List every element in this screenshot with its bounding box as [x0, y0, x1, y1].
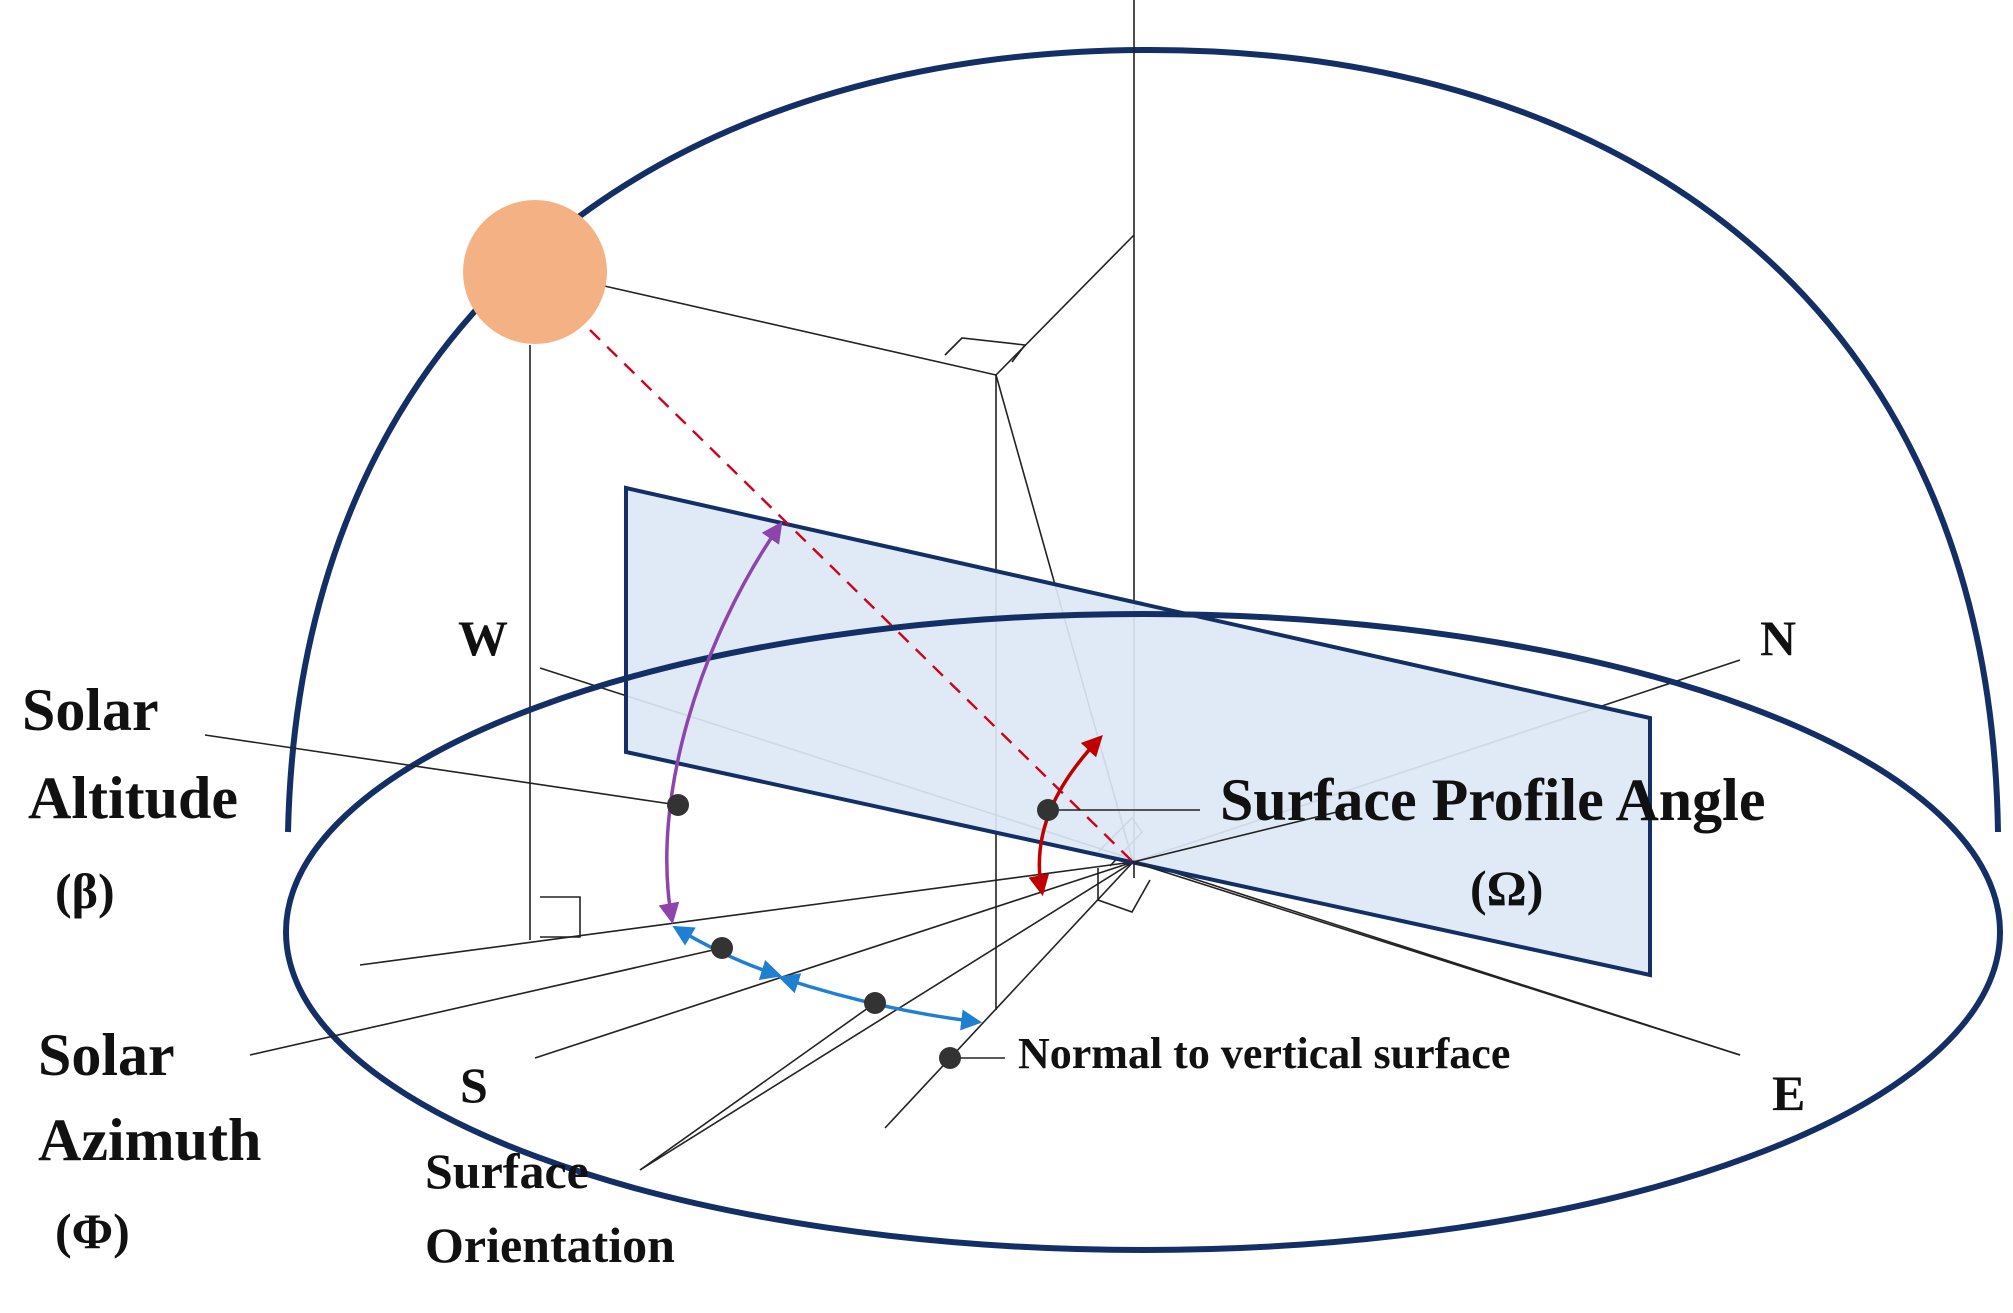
surface-orientation-marker: [864, 992, 886, 1014]
solar-azimuth-marker: [711, 937, 733, 959]
sun-icon: [463, 200, 607, 344]
surface-profile-angle-label: Surface Profile Angle: [1220, 767, 1765, 833]
horizon-ellipse: [283, 611, 2003, 1253]
direction-north: N: [1760, 610, 1796, 666]
solar-altitude-label-line1: Solar: [22, 677, 159, 743]
front-construction-lines: [1132, 809, 1741, 1056]
solar-altitude-arc: [658, 521, 783, 925]
surface-orientation-label-line2: Orientation: [425, 1217, 675, 1273]
solar-altitude-label-line2: Altitude: [28, 765, 238, 831]
vertical-surface-panel: [624, 485, 1652, 978]
direction-east: E: [1772, 1065, 1805, 1121]
surface-orientation-label-line1: Surface: [425, 1143, 589, 1199]
direction-south: S: [460, 1057, 488, 1113]
direction-west: W: [458, 610, 508, 666]
surface-profile-angle-symbol: (Ω): [1470, 860, 1543, 916]
normal-to-vertical-surface-label: Normal to vertical surface: [1018, 1029, 1510, 1078]
surface-profile-angle-marker: [1037, 799, 1059, 821]
solar-altitude-symbol: (β): [55, 863, 115, 919]
dome-outline: [285, 46, 2001, 833]
solar-altitude-marker: [667, 794, 689, 816]
solar-azimuth-symbol: (Φ): [55, 1203, 130, 1259]
solar-azimuth-label-line1: Solar: [38, 1022, 175, 1088]
normal-marker: [939, 1047, 961, 1069]
solar-azimuth-label-line2: Azimuth: [38, 1107, 261, 1173]
